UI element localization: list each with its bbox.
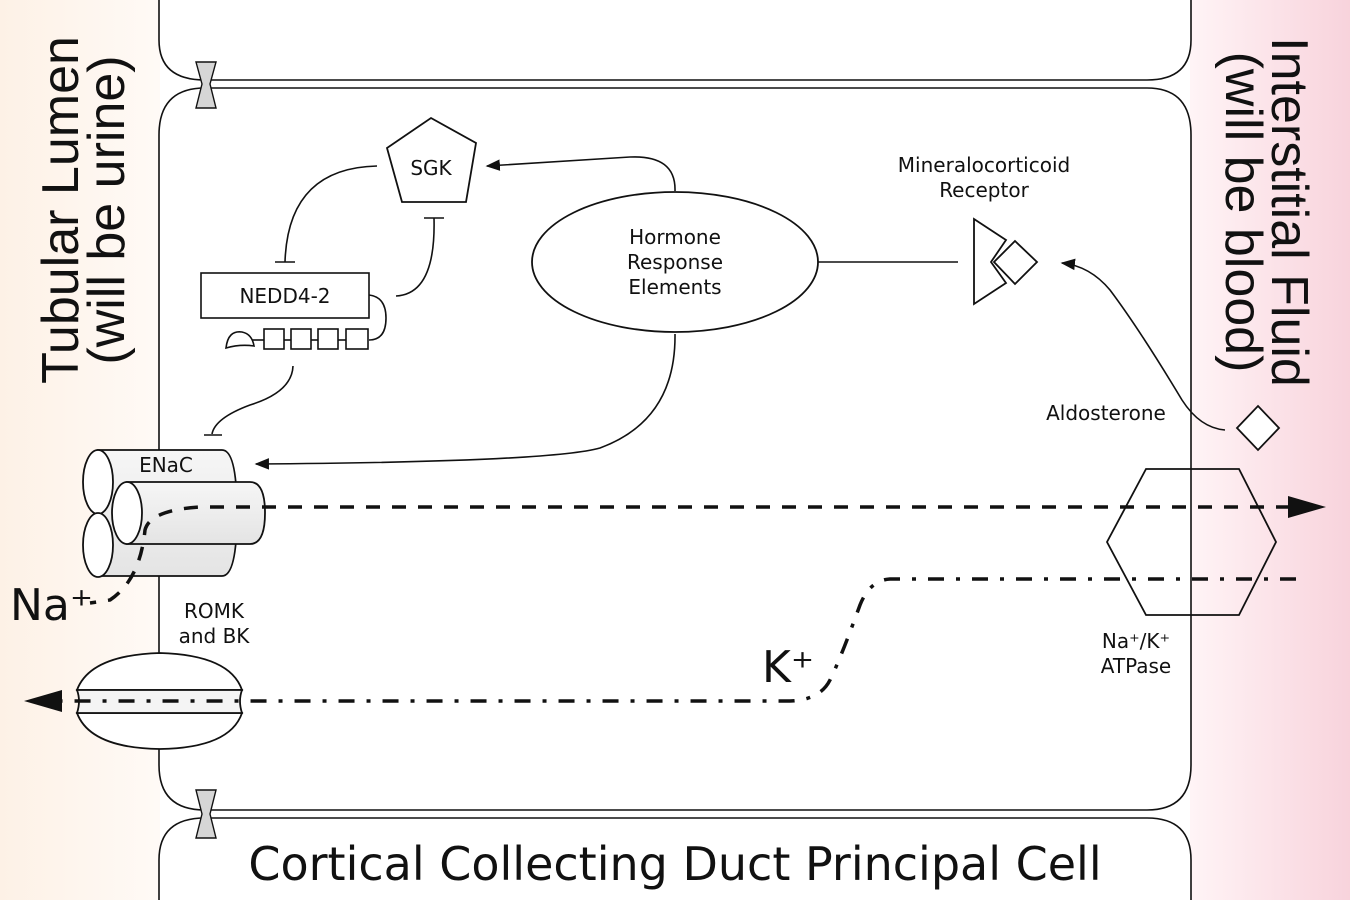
atpase-label-line2: ATPase: [1101, 654, 1172, 678]
lumen-label-line1: Tubular Lumen: [32, 36, 90, 384]
interstitial-label-group: Interstitial Fluid (will be blood): [1214, 37, 1318, 387]
hre-label-line1: Hormone: [629, 225, 721, 249]
nedd4-2-label: NEDD4-2: [239, 284, 330, 308]
bound-aldosterone-icon: [992, 239, 1039, 286]
mineralocorticoid-receptor-icon: [973, 217, 1008, 306]
sgk-icon: [385, 116, 477, 203]
mr-label-line1: Mineralocorticoid: [898, 153, 1070, 177]
hre-to-sgk-arrow: [485, 156, 676, 192]
tight-junction-bottom: [195, 789, 217, 839]
nedd4-inhibits-enac-line: [211, 365, 294, 435]
nedd4-2-domains: [225, 294, 387, 350]
interstitial-label-line1: Interstitial Fluid: [1260, 37, 1318, 387]
interstitial-fluid-region: [1190, 0, 1350, 900]
hre-label-line3: Elements: [628, 275, 721, 299]
sgk-label: SGK: [410, 156, 452, 180]
c2-domain-icon: [225, 331, 255, 350]
aldosterone-icon: [1235, 404, 1281, 452]
na-exit-arrow-icon: [1288, 496, 1326, 518]
enac-label: ENaC: [139, 453, 193, 477]
nedd4-2-box: [200, 272, 370, 319]
aldosterone-label: Aldosterone: [1046, 401, 1166, 425]
nedd4-inhibits-sgk-line: [395, 217, 435, 297]
na-transport-path: [89, 505, 1290, 605]
cell-title: Cortical Collecting Duct Principal Cell: [248, 837, 1101, 891]
lumen-label-group: Tubular Lumen (will be urine): [32, 36, 136, 384]
romk-bk-channel-icon: [75, 652, 244, 750]
romk-label-line1: ROMK: [184, 599, 245, 623]
hre-to-enac-arrow: [254, 333, 676, 470]
k-exit-arrow-icon: [24, 690, 62, 712]
na-k-atpase-icon: [1105, 468, 1278, 616]
atpase-label-line1: Na⁺/K⁺: [1102, 629, 1170, 653]
k-ion-label: K⁺: [762, 642, 814, 693]
romk-label-line2: and BK: [179, 624, 251, 648]
interstitial-label-line2: (will be blood): [1214, 52, 1272, 373]
sgk-inhibits-nedd4-line: [284, 165, 378, 263]
tight-junction-top: [195, 61, 217, 109]
lumen-label-line2: (will be urine): [78, 55, 136, 364]
hre-label-line2: Response: [627, 250, 723, 274]
k-transport-path: [60, 577, 1296, 703]
lower-neighbor-cell: [158, 817, 1192, 900]
na-ion-label: Na⁺: [10, 580, 93, 631]
mr-label-line2: Receptor: [939, 178, 1029, 202]
principal-cell-membrane: [158, 87, 1192, 811]
upper-neighbor-cell: [158, 0, 1192, 81]
aldosterone-to-mr-arrow: [1060, 258, 1226, 431]
